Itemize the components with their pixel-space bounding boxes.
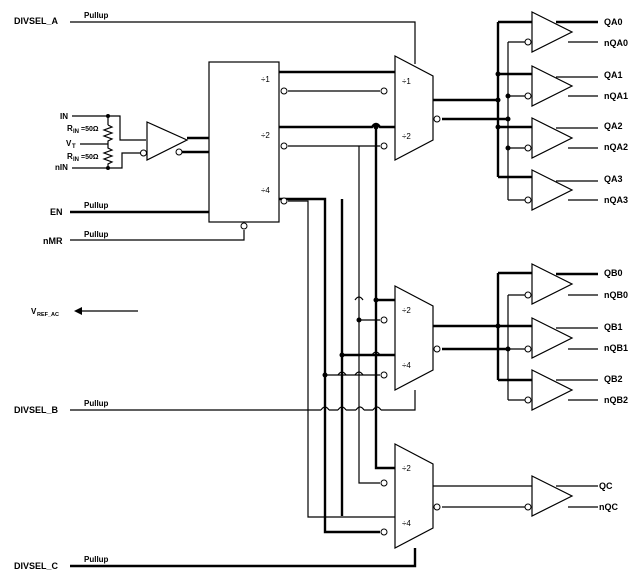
nqa2-label: nQA2 [604,142,628,152]
div2-true-fanout [374,127,395,470]
mux-a [394,55,434,161]
div4-out-comp [288,200,395,518]
svg-text:R: R [67,152,73,161]
mux-c-top-label: ÷2 [402,464,411,473]
divsel-b-pullup-label: Pullup [84,399,109,408]
mux-b-bottom-label: ÷4 [402,361,411,370]
en-label: EN [50,207,63,217]
div2-out-true [279,122,395,129]
divsel-a-label: DIVSEL_A [14,16,59,26]
qb2-label: QB2 [604,374,623,384]
divider-div2-label: ÷2 [261,131,270,140]
svg-text:T: T [72,144,76,150]
div4-true-fanout [340,199,395,357]
buffer-qa1 [531,65,574,107]
svg-text:REF_AC: REF_AC [37,312,59,318]
divsel-a-pullup-label: Pullup [84,11,109,20]
svg-text:IN: IN [73,157,79,163]
buffer-qa0 [531,11,574,53]
nmr-bubble [240,222,248,230]
divsel-c-wire [70,548,417,568]
mux-a-top-label: ÷1 [402,77,411,86]
rin-bottom-label: R IN =50Ω [67,152,99,163]
buffer-qa3 [531,169,574,211]
svg-text:=50Ω: =50Ω [81,154,99,161]
vref-ac-label: V REF_AC [31,307,59,318]
rin-top-label: R IN =50Ω [67,124,99,135]
qc-label: QC [599,481,613,491]
mux-c [394,443,434,549]
divider-div4-label: ÷4 [261,186,270,195]
input-buffer [146,121,189,161]
qb1-label: QB1 [604,322,623,332]
nqb2-label: nQB2 [604,395,628,405]
mux-b-top-label: ÷2 [402,306,411,315]
nqa0-label: nQA0 [604,38,628,48]
rin-bottom-resistor [102,144,114,168]
en-pullup-label: Pullup [84,201,109,210]
nqa3-label: nQA3 [604,195,628,205]
qb0-label: QB0 [604,268,623,278]
mux-a-bottom-label: ÷2 [402,132,411,141]
qa2-label: QA2 [604,121,623,131]
divsel-b-label: DIVSEL_B [14,405,59,415]
qa0-label: QA0 [604,17,623,27]
nqa1-label: nQA1 [604,91,628,101]
qa1-label: QA1 [604,70,623,80]
svg-text:R: R [67,124,73,133]
buffer-qc [531,475,574,517]
nmr-wire [70,230,245,241]
buffer-out-bubble [175,148,183,156]
in-wire [72,115,109,125]
nmr-label: nMR [43,236,63,246]
divsel-c-label: DIVSEL_C [14,561,59,571]
divsel-b-wire [70,390,416,411]
buffer-qb1 [531,317,574,359]
nqb1-label: nQB1 [604,343,628,353]
nin-label: nIN [55,163,68,172]
buffer-qb2 [531,369,574,411]
in-to-buffer [108,115,146,141]
divider-div1-label: ÷1 [261,75,270,84]
svg-text:IN: IN [73,129,79,135]
svg-text:V: V [66,139,72,148]
mux-c-bottom-label: ÷4 [402,519,411,528]
in-label: IN [60,112,68,121]
nin-to-buffer [108,152,141,169]
nqc-label: nQC [599,502,618,512]
qa3-label: QA3 [604,174,623,184]
svg-text:V: V [31,307,37,316]
divider-block [208,61,280,223]
nmr-pullup-label: Pullup [84,230,109,239]
div4-out-true [279,197,380,534]
nin-inversion-bubble [140,149,147,157]
buffer-qa2 [531,117,574,159]
rin-top-resistor [102,124,114,144]
divsel-a-wire [70,21,416,64]
buffer-qb0 [531,263,574,305]
mux-b [394,285,434,391]
nqb0-label: nQB0 [604,290,628,300]
divsel-c-pullup-label: Pullup [84,555,109,564]
svg-text:=50Ω: =50Ω [81,126,99,133]
vt-label: V T [66,139,76,150]
